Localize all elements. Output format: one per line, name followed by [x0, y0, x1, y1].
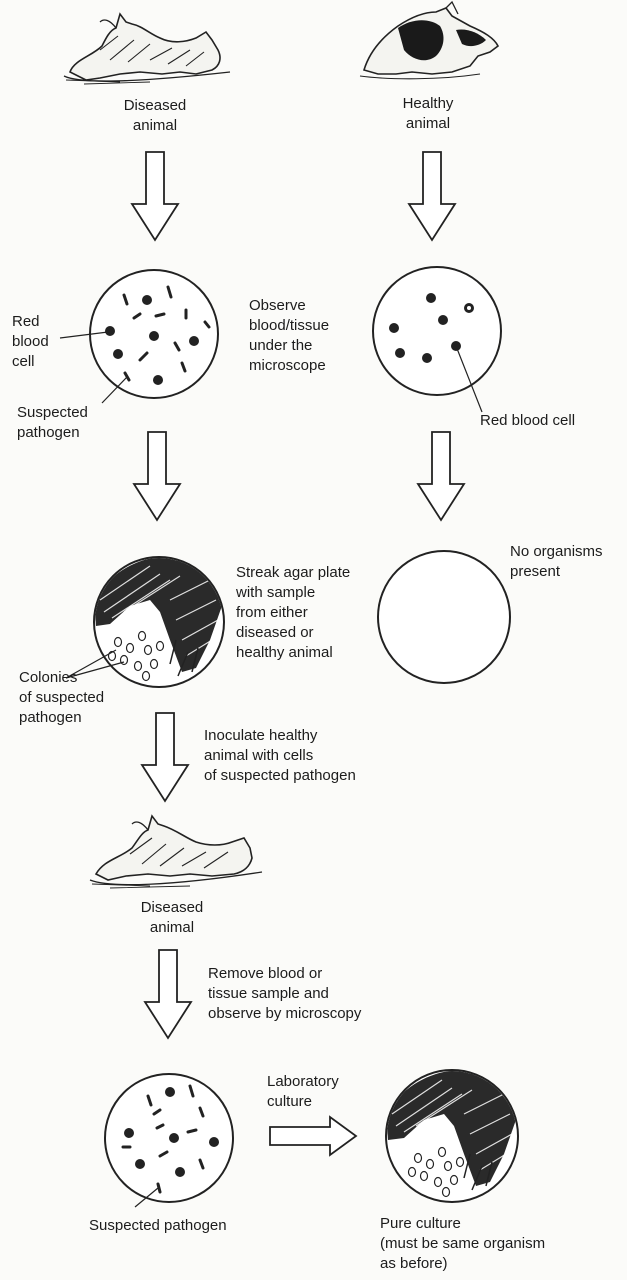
healthy-animal-top-label: Healthy animal	[378, 94, 478, 134]
suspected-pathogen-label-left: Suspected pathogen	[17, 403, 88, 443]
colonies-label: Colonies of suspected pathogen	[19, 668, 104, 728]
final-microscope-view	[105, 1074, 233, 1207]
diseased-animal-bottom-label: Diseased animal	[122, 898, 222, 938]
no-organisms-label: No organisms present	[510, 542, 603, 582]
suspected-pathogen-label-bottom: Suspected pathogen	[89, 1216, 227, 1236]
down-arrow-1-right	[409, 152, 455, 240]
pure-culture-label: Pure culture (must be same organism as b…	[380, 1214, 545, 1274]
red-blood-cell-label-right: Red blood cell	[480, 411, 575, 431]
down-arrow-3	[142, 713, 188, 801]
remove-step-label: Remove blood or tissue sample and observ…	[208, 964, 361, 1024]
empty-agar-plate	[378, 551, 510, 683]
diseased-blood-microscope-view	[60, 270, 218, 403]
lab-culture-label: Laboratory culture	[267, 1072, 339, 1112]
down-arrow-1-left	[132, 152, 178, 240]
right-arrow-lab-culture	[270, 1117, 356, 1155]
down-arrow-4	[145, 950, 191, 1038]
observe-step-label: Observe blood/tissue under the microscop…	[249, 296, 329, 376]
inoculate-step-label: Inoculate healthy animal with cells of s…	[204, 726, 356, 786]
pure-culture-plate	[386, 1070, 518, 1202]
diseased-animal-bottom-illustration	[90, 816, 262, 888]
down-arrow-2-left	[134, 432, 180, 520]
red-blood-cell-label-left: Red blood cell	[12, 312, 49, 372]
down-arrow-2-right	[418, 432, 464, 520]
healthy-blood-microscope-view	[373, 267, 501, 412]
streak-step-label: Streak agar plate with sample from eithe…	[236, 563, 350, 663]
diseased-animal-top-illustration	[64, 14, 230, 84]
diseased-animal-top-label: Diseased animal	[105, 96, 205, 136]
healthy-animal-top-illustration	[360, 2, 498, 79]
